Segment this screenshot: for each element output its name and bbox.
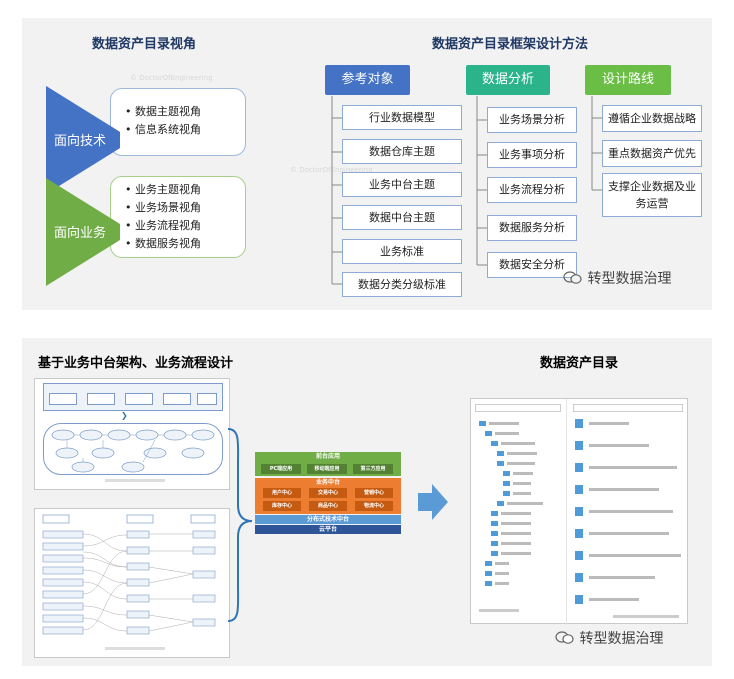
ref-item: 数据中台主题 [342, 205, 462, 230]
ref-item: 业务标准 [342, 239, 462, 264]
watermark-bottom: 转型数据治理 [555, 628, 663, 648]
col-header-route: 设计路线 [585, 65, 671, 95]
mid-center: 商品中心 [309, 501, 347, 511]
framework-title: 数据资产目录框架设计方法 [432, 37, 589, 52]
front-app: 移动端应用 [307, 464, 347, 474]
mid-center: 交易中心 [309, 488, 347, 498]
catalog-title: 数据资产目录 [540, 356, 619, 371]
col-header-analysis: 数据分析 [466, 65, 550, 95]
process-diagram-thumbnail: ❯ [34, 378, 230, 490]
cloud-layer: 云平台 [255, 525, 401, 534]
dist-layer: 分布式技术中台 [255, 515, 401, 524]
architecture-diagram: 前台应用 PC端应用 移动端应用 第三方应用 业务中台 用户中心 交易中心 营销… [255, 452, 401, 534]
right-arrow-icon [418, 484, 448, 520]
front-apps-layer: 前台应用 [255, 452, 401, 462]
route-item: 重点数据资产优先 [602, 140, 702, 167]
perspective-title: 数据资产目录视角 [92, 37, 197, 52]
analysis-item: 业务场景分析 [487, 107, 577, 133]
mid-center: 营销中心 [355, 488, 393, 498]
ref-item: 业务中台主题 [342, 172, 462, 197]
biz-arrow: 面向业务 [40, 178, 120, 286]
ref-item: 数据分类分级标准 [342, 272, 462, 297]
analysis-item: 业务流程分析 [487, 177, 577, 203]
front-app: 第三方应用 [353, 464, 393, 474]
faint-mark-1: © DoctorOfEngineering [130, 74, 213, 82]
bullet-item: • 业务场景视角 [125, 201, 201, 214]
biz-label: 面向业务 [53, 226, 106, 241]
tech-arrow: 面向技术 [40, 86, 120, 194]
biz-bullets-box: • 业务主题视角 • 业务场景视角 • 业务流程视角 • 数据服务视角 [110, 176, 246, 258]
mid-layer: 业务中台 [315, 479, 340, 486]
bullet-item: • 数据服务视角 [125, 237, 201, 250]
faint-mark-2: © DoctorOfEngineering [290, 166, 373, 174]
analysis-item: 数据服务分析 [487, 215, 577, 241]
watermark-top: 转型数据治理 [563, 268, 671, 288]
mid-center: 用户中心 [263, 488, 301, 498]
catalog-screenshot [470, 398, 688, 625]
bullet-item: • 信息系统视角 [125, 123, 201, 136]
ref-item: 数据仓库主题 [342, 139, 462, 164]
bracket-connector [227, 428, 253, 622]
route-item: 遵循企业数据战略 [602, 105, 702, 132]
route-item: 支撑企业数据及业务运营 [602, 173, 702, 217]
wechat-icon [563, 271, 583, 285]
analysis-item: 业务事项分析 [487, 142, 577, 168]
bullet-item: • 数据主题视角 [125, 105, 201, 118]
mid-center: 物流中心 [355, 501, 393, 511]
bullet-item: • 业务流程视角 [125, 219, 201, 232]
tech-bullets-box: • 数据主题视角 • 信息系统视角 [110, 88, 246, 156]
wechat-icon [555, 631, 575, 645]
analysis-item: 数据安全分析 [487, 252, 577, 278]
ref-item: 行业数据模型 [342, 105, 462, 130]
tech-label: 面向技术 [53, 134, 106, 149]
mid-center: 库存中心 [263, 501, 301, 511]
bullet-item: • 业务主题视角 [125, 183, 201, 196]
business-arch-title: 基于业务中台架构、业务流程设计 [38, 356, 234, 371]
flow-diagram-thumbnail [34, 508, 230, 658]
front-app: PC端应用 [261, 464, 301, 474]
col-header-reference: 参考对象 [325, 65, 410, 95]
framework-connectors [331, 96, 602, 285]
